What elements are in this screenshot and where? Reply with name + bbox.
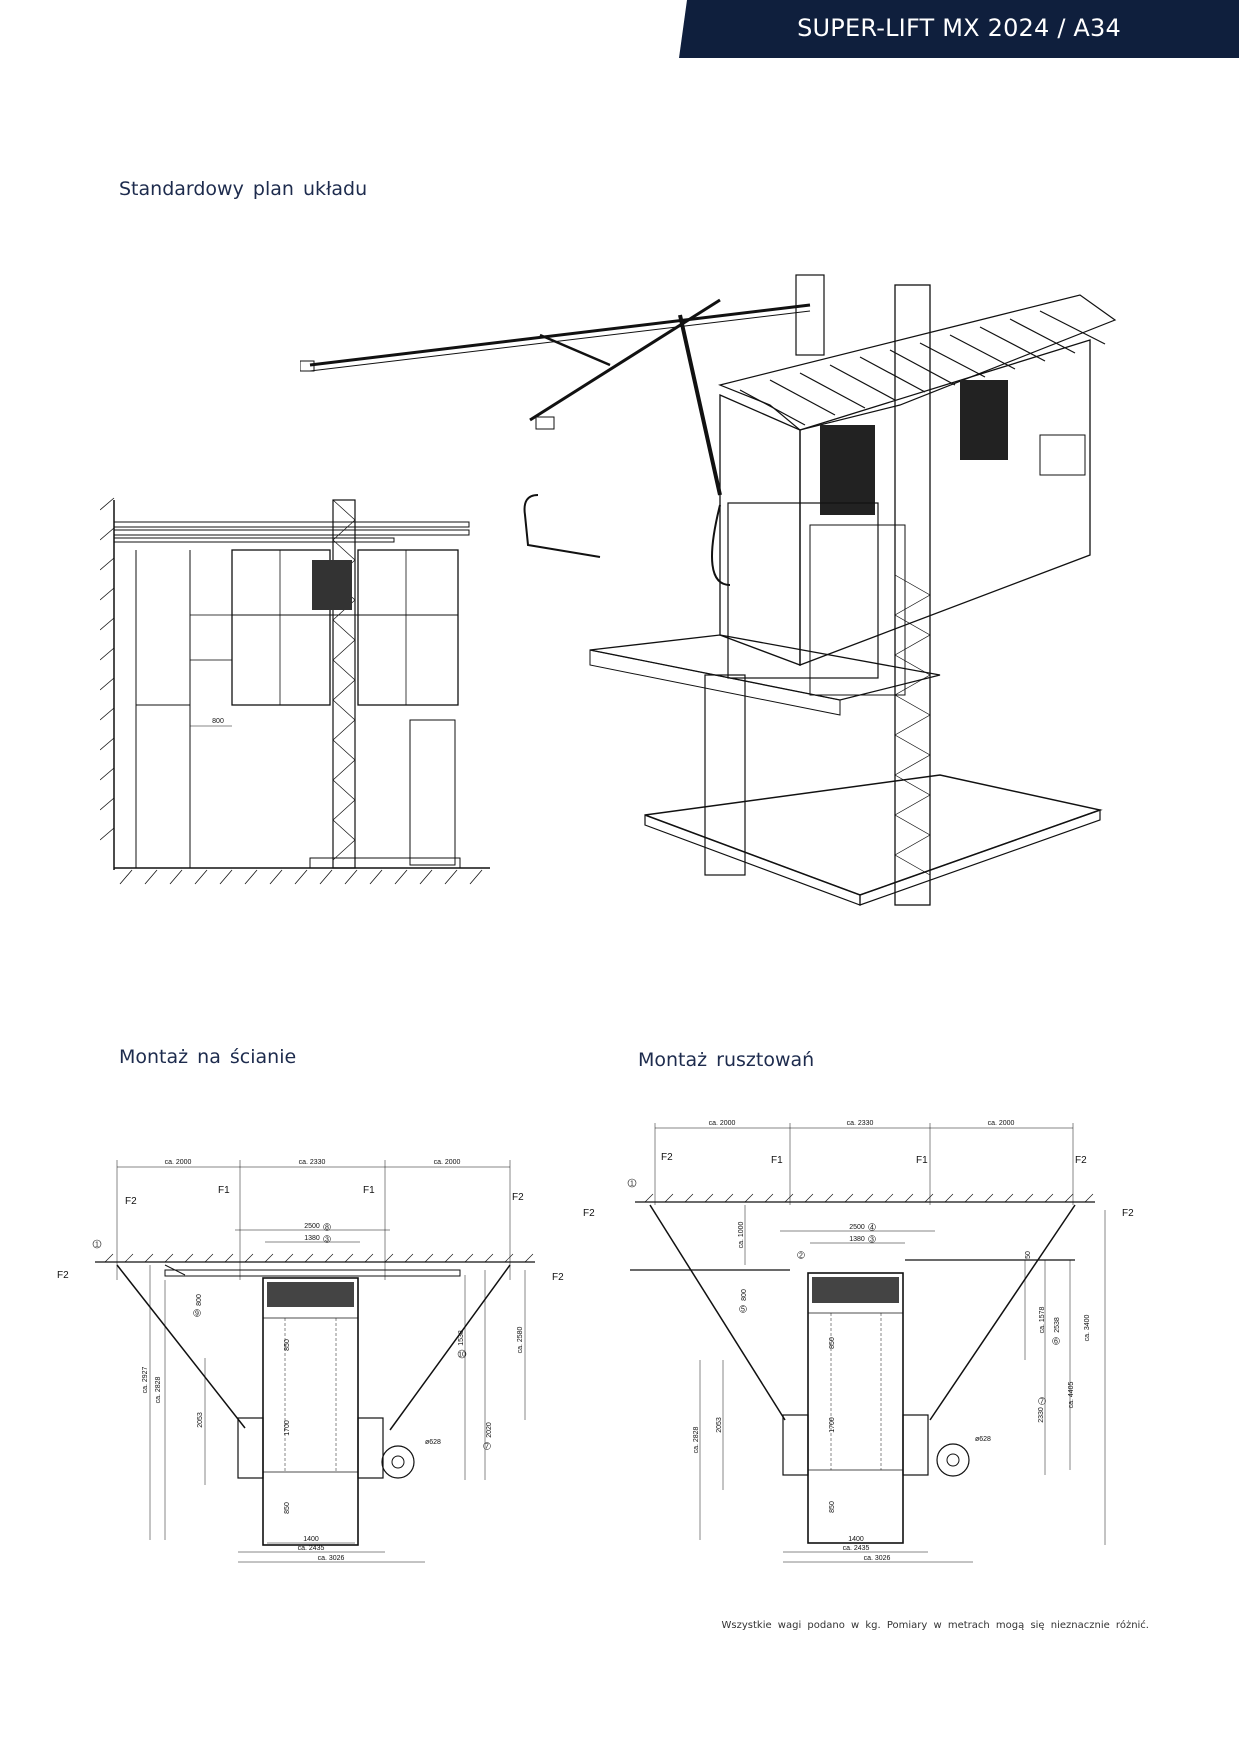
wall-dim-1700: 1700 (284, 1420, 291, 1436)
scaffold-dim-top-left: ca. 2000 (709, 1120, 736, 1127)
scaffold-dim-1700: 1700 (829, 1417, 836, 1433)
scaffold-mounting-drawing: ca. 2000 ca. 2330 ca. 2000 F2 F1 F1 F2 F… (583, 1120, 1134, 1563)
wall-force-f1-right: F1 (363, 1185, 375, 1196)
scaffold-dim-850a: 850 (829, 1337, 836, 1349)
wall-dim-1400: 1400 (303, 1536, 319, 1543)
wall-callout-10: 10 (458, 1352, 466, 1359)
wall-dim-2927: ca. 2927 (142, 1366, 149, 1393)
scaffold-callout-6: 6 (1054, 1339, 1058, 1346)
scaffold-dim-3400: ca. 3400 (1084, 1314, 1091, 1341)
wall-mounting-drawing: ca. 2000 ca. 2330 ca. 2000 F2 F1 F1 F2 F… (57, 1159, 564, 1563)
scaffold-callout-7: 7 (1040, 1399, 1044, 1406)
scaffold-dim-628: ø628 (975, 1436, 991, 1443)
scaffold-dim-2053: 2053 (716, 1417, 723, 1433)
wall-callout-8: 8 (325, 1225, 329, 1232)
scaffold-force-f1-left: F1 (771, 1155, 783, 1166)
wall-dim-2500: 2500 (304, 1223, 320, 1230)
scaffold-dim-1000: ca. 1000 (738, 1221, 745, 1248)
wall-force-f2-left: F2 (125, 1196, 137, 1207)
scaffold-dim-2500: 2500 (849, 1224, 865, 1231)
scaffold-dim-1380: 1380 (849, 1236, 865, 1243)
dim-800: 800 (212, 718, 224, 725)
wall-dim-628: ø628 (425, 1439, 441, 1446)
heading-standard-layout: Standardowy plan układu (119, 178, 368, 200)
wall-callout-3: 3 (325, 1237, 329, 1244)
scaffold-force-f2par-right: F2 (1122, 1208, 1134, 1219)
scaffold-dim-3026: ca. 3026 (864, 1555, 891, 1562)
scaffold-dim-850b: 850 (829, 1501, 836, 1513)
wall-dim-1380: 1380 (304, 1235, 320, 1242)
header-band (679, 0, 1239, 58)
wall-force-f2-right: F2 (512, 1192, 524, 1203)
scaffold-dim-top-mid: ca. 2330 (847, 1120, 874, 1127)
scaffold-dim-800: 800 (741, 1289, 748, 1301)
wall-dim-1538: 1538 (458, 1330, 465, 1346)
scaffold-dim-1400: 1400 (848, 1536, 864, 1543)
wall-dim-2828: ca. 2828 (155, 1376, 162, 1403)
scaffold-force-f2-left: F2 (661, 1152, 673, 1163)
scaffold-callout-5: 5 (741, 1307, 745, 1314)
heading-wall-mounting: Montaż na ścianie (119, 1046, 297, 1068)
wall-dim-2580: ca. 2580 (517, 1326, 524, 1353)
heading-scaffold-mounting: Montaż rusztowań (638, 1049, 815, 1071)
scaffold-callout-3: 3 (870, 1237, 874, 1244)
scaffold-force-f2par-left: F2 (583, 1208, 595, 1219)
scaffold-dim-50: 50 (1025, 1251, 1032, 1259)
wall-dim-2435: ca. 2435 (298, 1545, 325, 1552)
wall-dim-850a: 850 (284, 1339, 291, 1351)
scaffold-dim-top-right: ca. 2000 (988, 1120, 1015, 1127)
wall-force-f1-left: F1 (218, 1185, 230, 1196)
header-band-shape (679, 0, 1239, 58)
wall-dim-850b: 850 (284, 1502, 291, 1514)
wall-dim-2053: 2053 (197, 1412, 204, 1428)
scaffold-callout-1: 1 (630, 1181, 634, 1188)
scaffold-dim-4405: ca. 4405 (1068, 1381, 1075, 1408)
wall-dim-top-left: ca. 2000 (165, 1159, 192, 1166)
footnote: Wszystkie wagi podano w kg. Pomiary w me… (721, 1620, 1149, 1631)
wall-callout-9: 9 (195, 1311, 199, 1318)
scaffold-force-f1-right: F1 (916, 1155, 928, 1166)
scaffold-dim-2828: ca. 2828 (693, 1426, 700, 1453)
wall-dim-top-right: ca. 2000 (434, 1159, 461, 1166)
scaffold-dim-2330: 2330 (1038, 1407, 1045, 1423)
side-elevation-drawing: 800 (100, 497, 490, 885)
scaffold-dim-2538: 2538 (1054, 1317, 1061, 1333)
wall-force-f2par-right: F2 (552, 1272, 564, 1283)
wall-dim-800: 800 (196, 1294, 203, 1306)
scaffold-dim-2435: ca. 2435 (843, 1545, 870, 1552)
scaffold-dim-1578: ca. 1578 (1039, 1306, 1046, 1333)
wall-force-f2par-left: F2 (57, 1270, 69, 1281)
wall-dim-2020: 2020 (486, 1422, 493, 1438)
document-title: SUPER-LIFT MX 2024 / A34 (797, 14, 1121, 42)
scaffold-callout-2: 2 (799, 1253, 803, 1260)
wall-callout-1: 1 (95, 1242, 99, 1249)
scaffold-callout-4: 4 (870, 1225, 874, 1232)
wall-callout-7: 7 (485, 1444, 489, 1451)
wall-dim-top-mid: ca. 2330 (299, 1159, 326, 1166)
scaffold-force-f2-right: F2 (1075, 1155, 1087, 1166)
isometric-drawing (300, 274, 1117, 906)
wall-dim-3026: ca. 3026 (318, 1555, 345, 1562)
